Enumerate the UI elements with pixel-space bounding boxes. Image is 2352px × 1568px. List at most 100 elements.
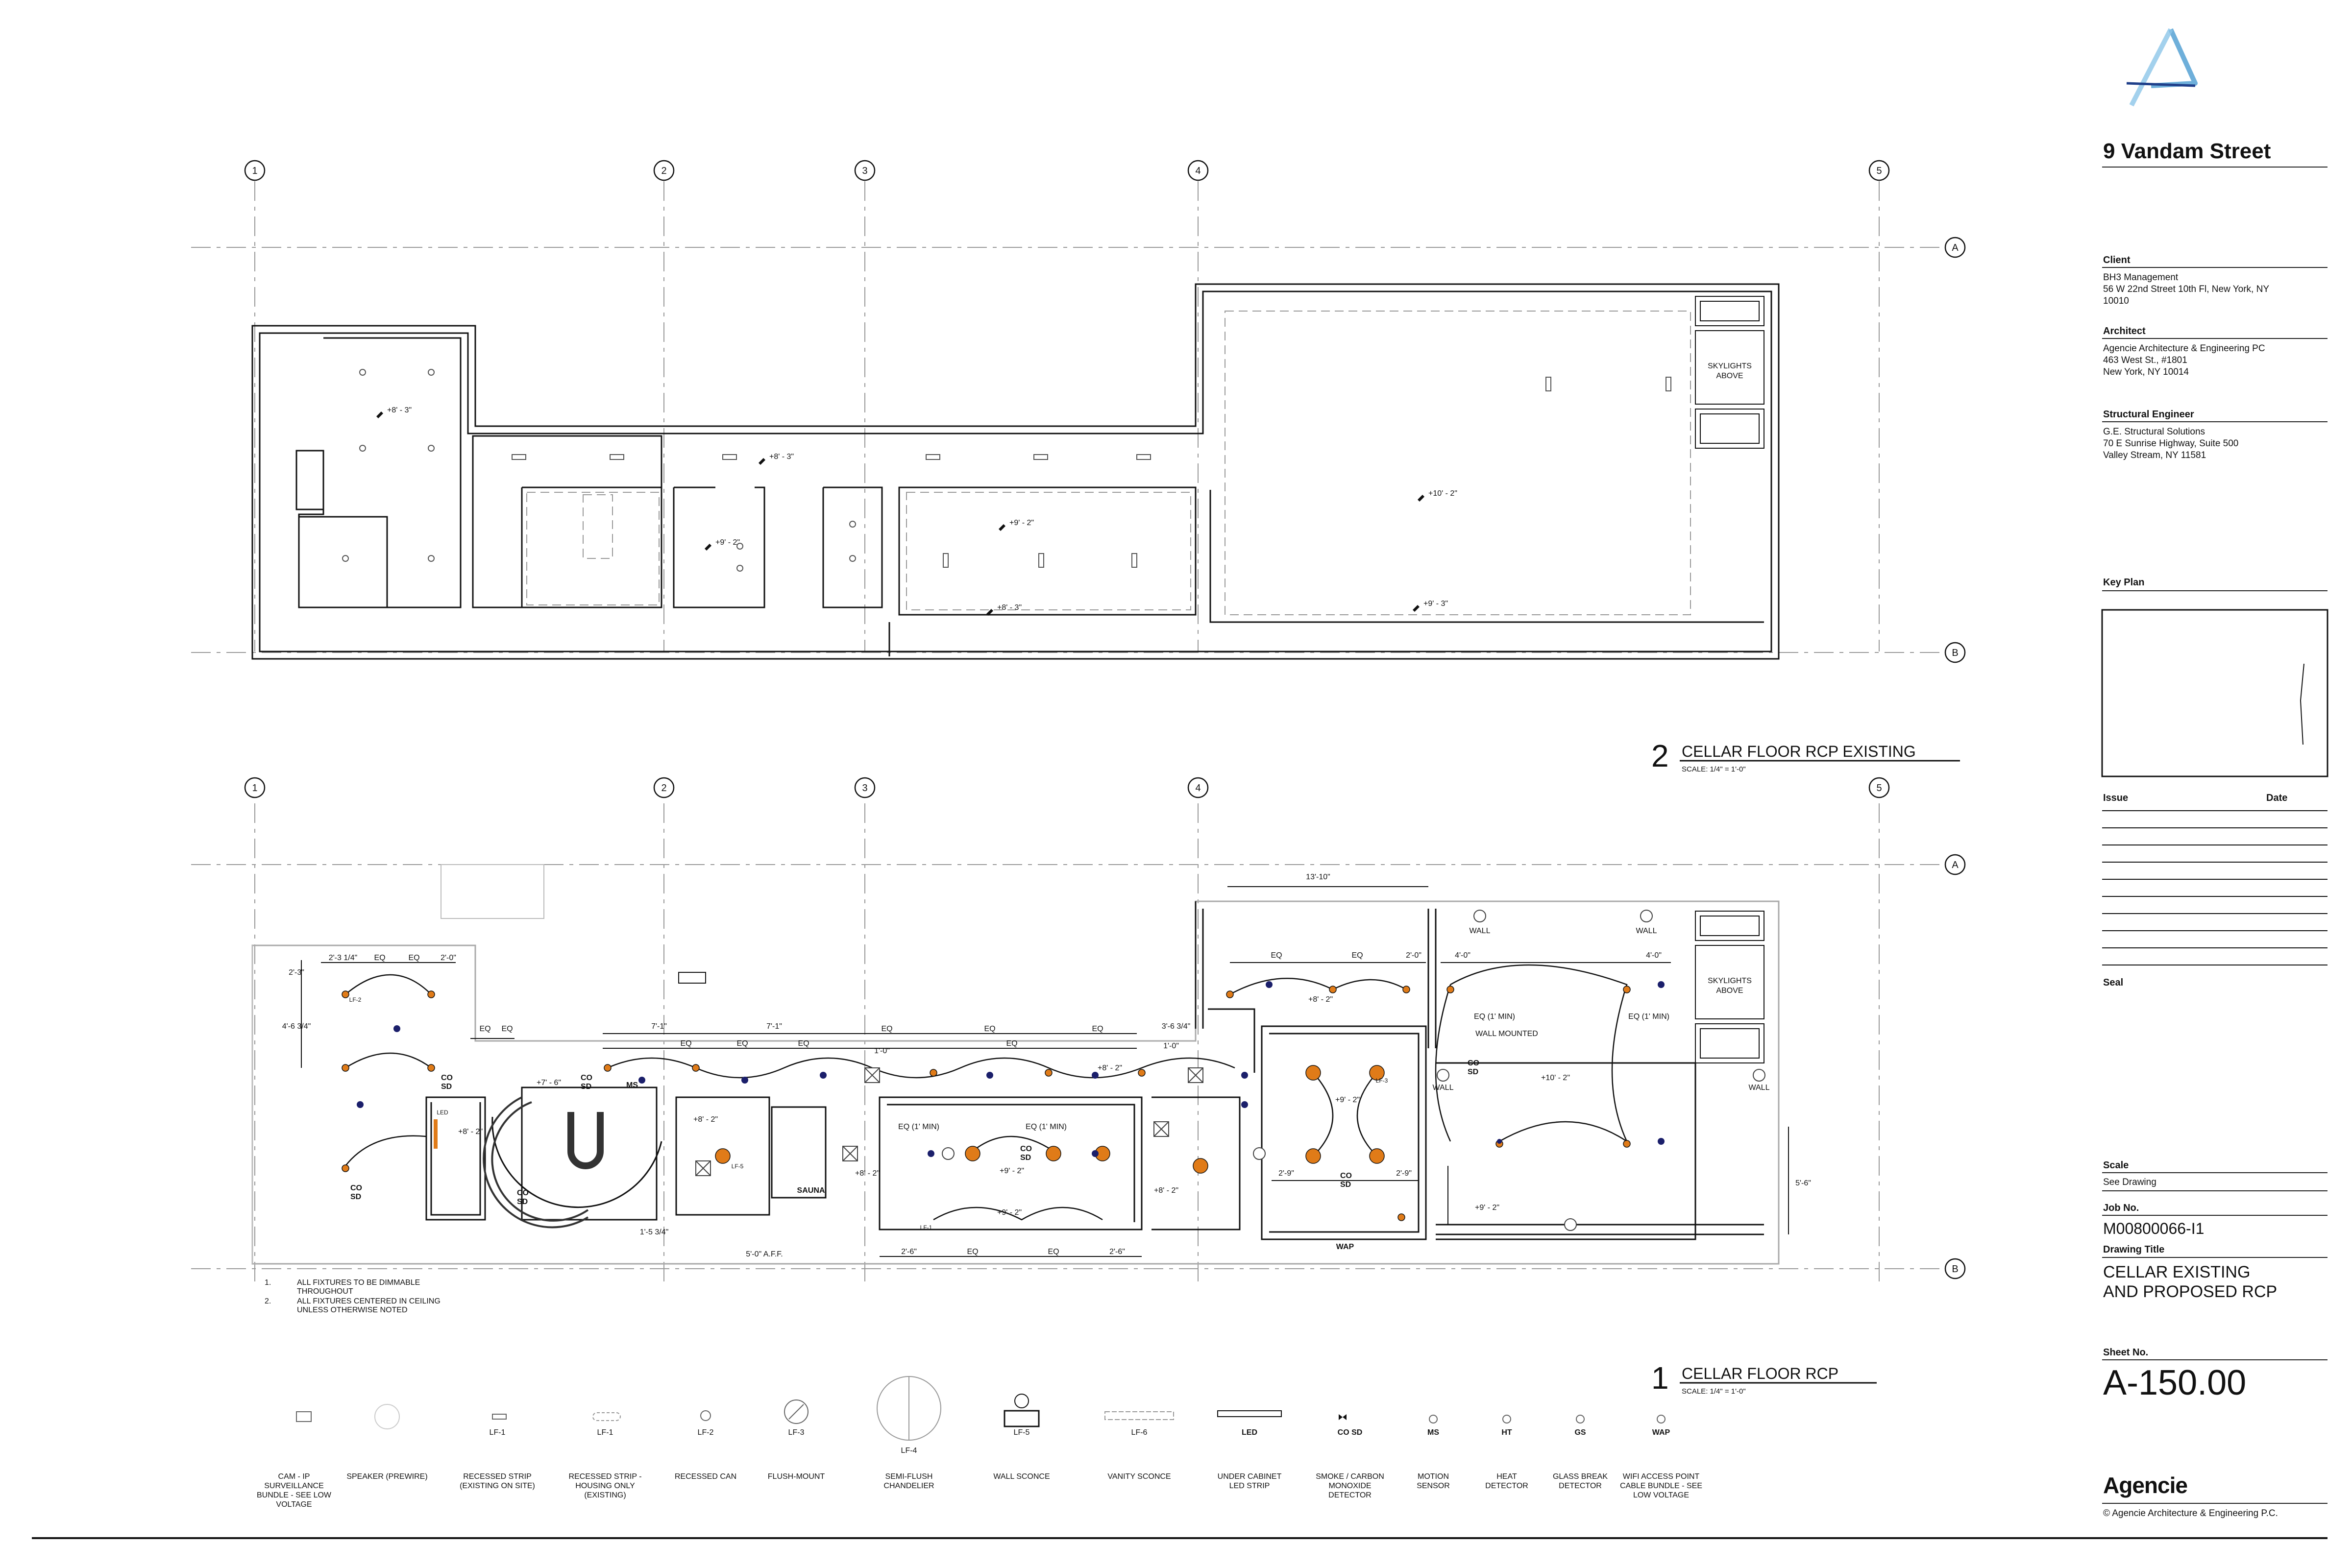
client-line: 10010 <box>2103 296 2129 306</box>
speaker-icon <box>374 1404 400 1429</box>
skylight-label: SKYLIGHTS <box>1708 362 1752 370</box>
dimension-label: EQ <box>736 1039 748 1048</box>
grid-label: 2 <box>661 783 666 794</box>
detector-sd: SD <box>1020 1154 1031 1162</box>
proposed-heights: +7' - 6" +8' - 2" +8' - 2" +8' - 2" +9' … <box>458 995 1570 1217</box>
date-label: Date <box>2266 793 2288 803</box>
co-sd-detectors: CO SD CO SD CO SD CO SD CO SD CO SD CO S… <box>350 1059 1479 1206</box>
note-2: 2.ALL FIXTURES CENTERED IN CEILING UNLES… <box>265 1297 441 1315</box>
fixture-tag: LF-3 <box>1376 1077 1388 1084</box>
view-title-proposed: 1 CELLAR FLOOR RCP SCALE: 1/4" = 1'-0" <box>1651 1360 1877 1396</box>
ceiling-height: +8' - 2" <box>855 1169 880 1178</box>
dimension-label: EQ <box>984 1025 995 1033</box>
ceiling-height: +9' - 2" <box>715 538 740 547</box>
view-title-existing: 2 CELLAR FLOOR RCP EXISTING SCALE: 1/4" … <box>1651 738 1960 773</box>
legend-label-line: VANITY SCONCE <box>1107 1472 1171 1481</box>
legend-label: WALL SCONCE <box>973 1472 1071 1481</box>
detector-sd: SD <box>350 1193 361 1201</box>
sheet-label: Sheet No. <box>2103 1347 2149 1358</box>
fixture-tag: LED <box>437 1109 448 1116</box>
dimension-label: 4'-0" <box>1455 951 1470 960</box>
proposed-fixtures-orange <box>342 986 1631 1221</box>
wall-label: WALL <box>1433 1084 1454 1092</box>
architect-line: New York, NY 10014 <box>2103 367 2189 377</box>
job-value: M00800066-I1 <box>2103 1220 2205 1237</box>
grid-label: 2 <box>661 166 666 176</box>
drawing-title-line: AND PROPOSED RCP <box>2103 1282 2278 1301</box>
circuit-wiring <box>345 964 1628 1221</box>
dimension-label: EQ (1' MIN) <box>1026 1123 1067 1131</box>
dimension-label: 2'-6" <box>1109 1248 1125 1256</box>
detector-sd: SD <box>1340 1181 1351 1189</box>
detector-co: CO <box>1020 1145 1032 1153</box>
room-labels: SAUNA WALL WALL WALL MOUNTED WALL WALL W… <box>797 927 1770 1251</box>
dimension-label: 13'-10" <box>1306 873 1330 881</box>
detector-co: CO <box>441 1074 453 1082</box>
dimension-label: EQ <box>1271 951 1282 960</box>
ceiling-height: +8' - 2" <box>1308 995 1333 1004</box>
motion-sensor-tag: MS <box>626 1081 638 1089</box>
legend-label-line: MONOXIDE <box>1328 1482 1372 1490</box>
architect-label: Architect <box>2103 326 2146 337</box>
dimension-label: EQ <box>680 1039 691 1048</box>
existing-height-tags: +8' - 3" +8' - 3" +9' - 2" +9' - 2" +8' … <box>387 406 1457 612</box>
structural-label: Structural Engineer <box>2103 409 2194 420</box>
detector-sd: SD <box>581 1083 591 1091</box>
led-strip-icon <box>1217 1410 1282 1417</box>
wall-label: WALL <box>1470 927 1491 935</box>
grid-label: 1 <box>252 783 257 794</box>
ceiling-height: +9' - 2" <box>997 1208 1022 1217</box>
fixture-tags: LF-2 LF-3 LF-5 LF-1 LED MS <box>349 996 1388 1231</box>
rule <box>2102 1190 2328 1191</box>
dimension-label: 2'-3" <box>289 968 304 977</box>
ceiling-height: +8' - 3" <box>997 603 1022 612</box>
glass-break-icon <box>1576 1415 1585 1423</box>
legend-tag: LF-1 <box>597 1428 613 1437</box>
job-label: Job No. <box>2103 1203 2139 1213</box>
legend-label-line: RECESSED CAN <box>674 1472 737 1481</box>
legend-label-line: HOUSING ONLY <box>575 1482 635 1490</box>
existing-skylights <box>1695 296 1764 449</box>
client-label: Client <box>2103 255 2131 265</box>
grid-lines <box>191 181 1940 1283</box>
legend-tag: MS <box>1427 1428 1439 1437</box>
legend-tag: LF-4 <box>901 1447 917 1455</box>
note-text: THROUGHOUT <box>297 1287 353 1296</box>
rule <box>2102 167 2328 168</box>
legend-tag: LF-6 <box>1131 1428 1148 1437</box>
vanity-sconce-icon <box>1104 1411 1174 1420</box>
smoke-detector-icon <box>1339 1414 1347 1420</box>
proposed-dimensions: 2'-3 1/4" EQ EQ 2'-0" EQ EQ 7'-1" 7'-1" … <box>282 873 1811 1258</box>
legend-tag: LF-2 <box>697 1428 714 1437</box>
dimension-label: 5'-6" <box>1795 1179 1811 1187</box>
existing-plan-walls <box>251 283 1780 660</box>
dimension-label: 2'-0" <box>441 954 456 962</box>
recessed-can-icon <box>700 1410 711 1421</box>
detector-co: CO <box>1340 1172 1352 1180</box>
structural-line: Valley Stream, NY 11581 <box>2103 450 2206 460</box>
skylight-label: ABOVE <box>1716 372 1743 380</box>
fixture-tag: LF-1 <box>920 1224 932 1231</box>
legend-label-line: SMOKE / CARBON <box>1316 1472 1384 1481</box>
grid-label: 4 <box>1195 166 1200 176</box>
legend-label-line: SEMI-FLUSH <box>885 1472 933 1481</box>
dimension-label: EQ <box>798 1039 809 1048</box>
rule <box>2102 421 2328 422</box>
drawing-title-label: Drawing Title <box>2103 1244 2165 1255</box>
legend-label-line: (EXISTING ON SITE) <box>460 1482 535 1490</box>
ceiling-height: +8' - 2" <box>1098 1064 1122 1072</box>
dimension-label: 1'-0" <box>874 1047 890 1055</box>
detector-co: CO <box>1468 1059 1479 1067</box>
legend-label: VANITY SCONCE <box>1090 1472 1188 1481</box>
skylight-label: SKYLIGHTS <box>1708 977 1752 985</box>
legend-label-line: WIFI ACCESS POINT <box>1622 1472 1700 1481</box>
key-plan-label: Key Plan <box>2103 577 2145 588</box>
scale-label: Scale <box>2103 1160 2129 1171</box>
motion-sensor-icon <box>1429 1415 1438 1423</box>
legend-label-line: FLUSH-MOUNT <box>767 1472 825 1481</box>
rule <box>2102 338 2328 339</box>
wall-fixtures <box>695 910 1765 1231</box>
existing-plan-ceiling-lines <box>526 311 1691 615</box>
